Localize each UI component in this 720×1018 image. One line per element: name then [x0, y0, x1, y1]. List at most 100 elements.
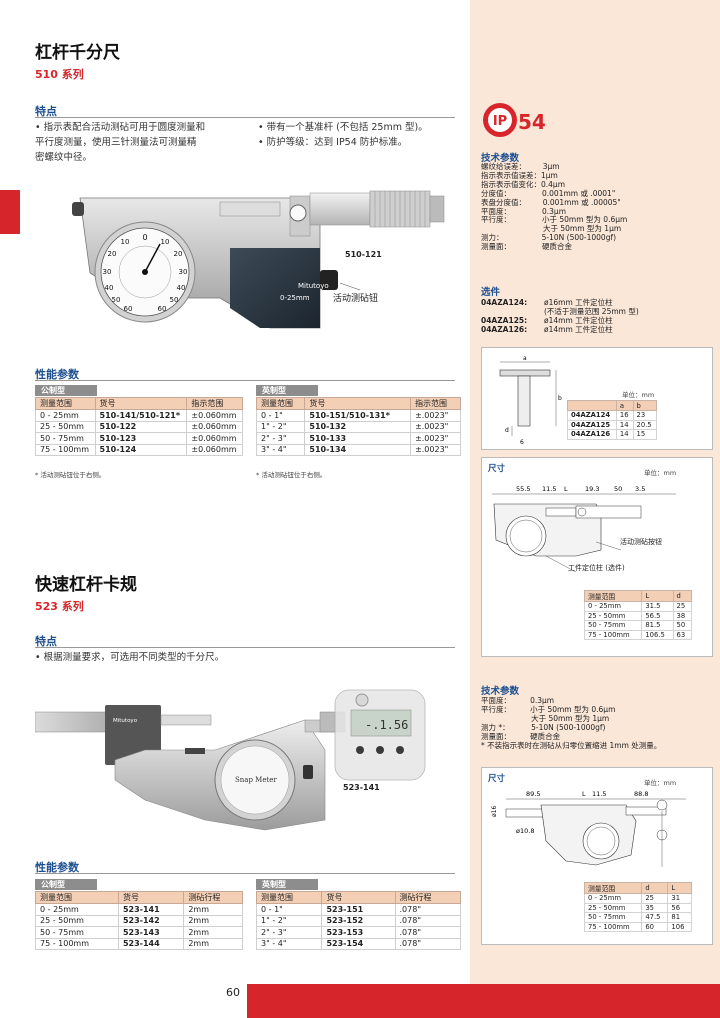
product2-model-label: 523-141 [343, 783, 380, 792]
table-cell: 31 [667, 893, 692, 904]
option-code: 04AZA126: [481, 325, 528, 334]
dial-number: 50 [112, 296, 121, 304]
product2-inch-table: 测量范围 货号 测砧行程 0 - 1"523-151.078" 1" - 2"5… [255, 891, 461, 950]
table-cell: 523-153 [321, 926, 396, 939]
table-header: d [641, 882, 669, 894]
table-header: 测砧行程 [183, 891, 243, 904]
table-header: 测量范围 [255, 397, 306, 410]
divider [35, 117, 455, 118]
table-cell: 523-152 [321, 914, 396, 927]
table-header [567, 400, 617, 411]
dim-value: 50 [614, 485, 622, 493]
dim-value: 89.5 [526, 790, 540, 798]
dim-value: L [564, 485, 568, 493]
table-header: 测量范围 [255, 891, 323, 904]
table-cell: .078" [394, 903, 461, 916]
dim-value: 19.3 [585, 485, 599, 493]
table-header: L [641, 590, 674, 602]
table-cell: 510-151/510-131* [304, 409, 412, 422]
dial-number: 30 [179, 268, 188, 276]
range-label: 0-25mm [280, 294, 310, 302]
table-header: 货号 [321, 891, 396, 904]
table-header: 货号 [117, 891, 185, 904]
option-row: 04AZA126:ø14mm 工件定位柱 [481, 325, 639, 334]
table-cell: 523-142 [117, 914, 185, 927]
table-cell: 0 - 25mm [35, 409, 96, 422]
table-note: * 活动测砧钮位于右侧。 [35, 471, 106, 479]
dim-value: L [582, 790, 586, 798]
table-cell: ±.0023" [410, 409, 461, 422]
product1-series: 510 系列 [35, 68, 84, 81]
table-cell: 23 [632, 410, 657, 421]
table-cell: 25 - 50mm [583, 902, 643, 913]
feature-line: • 防护等级：达到 IP54 防护标准。 [258, 137, 408, 148]
table-header: d [672, 590, 693, 602]
table-cell: ±0.060mm [186, 420, 243, 433]
table-cell: 510-141/510-121* [94, 409, 188, 422]
table-header: 指示范围 [410, 397, 461, 410]
sidebar1-options-list: 04AZA124:ø16mm 工件定位柱 (不适于测量范围 25mm 型) 04… [481, 298, 639, 334]
option-desc: ø14mm 工件定位柱 [544, 316, 613, 325]
table-cell: 14 [615, 429, 634, 440]
product2-title: 快速杠杆卡规 [35, 575, 137, 595]
product2-features-heading: 特点 [35, 635, 57, 648]
table-cell: 3" - 4" [255, 443, 306, 456]
product2-performance-heading: 性能参数 [35, 861, 79, 874]
dim-value: 55.5 [516, 485, 530, 493]
table-cell: 63 [672, 629, 693, 640]
table-cell: 20.5 [632, 419, 657, 430]
feature-line: 平行度测量，使用三针测量法可测量精 [35, 137, 197, 148]
table-cell: 2" - 3" [255, 926, 323, 939]
table-cell: 50 - 75mm [583, 912, 643, 923]
dim-callout-stop: 工件定位柱 (选件) [568, 564, 625, 572]
dial-number: 60 [158, 305, 167, 313]
table-cell: 510-124 [94, 443, 188, 456]
table-cell: 523-144 [117, 937, 185, 950]
work-stop-drawing: a b d 6 [499, 355, 562, 446]
table-cell: 75 - 100mm [35, 443, 96, 456]
dim-value: 88.8 [634, 790, 648, 798]
metric-table-label: 公制型 [35, 879, 97, 890]
option-code: 04AZA125: [481, 316, 528, 325]
product1-features-heading: 特点 [35, 105, 57, 118]
product1-features-right: • 带有一个基准杆 (不包括 25mm 型)。 • 防护等级：达到 IP54 防… [258, 120, 463, 150]
dimension-drawing-2: 89.5 L 11.5 88.8 ø16 ø10.8 [491, 790, 686, 867]
divider [35, 380, 455, 381]
dim-value: 11.5 [592, 790, 606, 798]
table-cell: 3" - 4" [255, 937, 323, 950]
table-cell: 47.5 [641, 912, 669, 923]
table-header: 货号 [304, 397, 412, 410]
table-cell: 04AZA124 [567, 410, 617, 421]
table-cell: 2" - 3" [255, 432, 306, 445]
option-desc: (不适于测量范围 25mm 型) [544, 307, 639, 316]
table-cell: 523-154 [321, 937, 396, 950]
table-cell: 1" - 2" [255, 914, 323, 927]
dim-value: ø16 [491, 806, 498, 817]
table-cell: 75 - 100mm [583, 629, 643, 640]
table-cell: 2mm [183, 914, 243, 927]
dim-unit: 单位：mm [644, 469, 677, 477]
table-cell: 50 [672, 620, 693, 631]
snap-meter-illustration: Mitutoyo Snap Meter -.1.56 [35, 689, 426, 831]
table-cell: 75 - 100mm [35, 937, 119, 950]
table-cell: 50 - 75mm [35, 432, 96, 445]
table-cell: 106 [667, 921, 692, 932]
table-cell: ±.0023" [410, 432, 461, 445]
dial-number: 20 [108, 250, 117, 258]
table-cell: ±0.060mm [186, 432, 243, 445]
options-unit: 单位：mm [622, 391, 655, 399]
sidebar2-tech-lines: 平面度： 0.3μm 平行度： 小于 50mm 型为 0.6μm 大于 50mm… [481, 696, 662, 750]
maker-logo-text: Mitutoyo [298, 282, 329, 290]
table-row: 2" - 3"510-133±.0023" [255, 432, 461, 445]
table-header: 测量范围 [35, 891, 119, 904]
